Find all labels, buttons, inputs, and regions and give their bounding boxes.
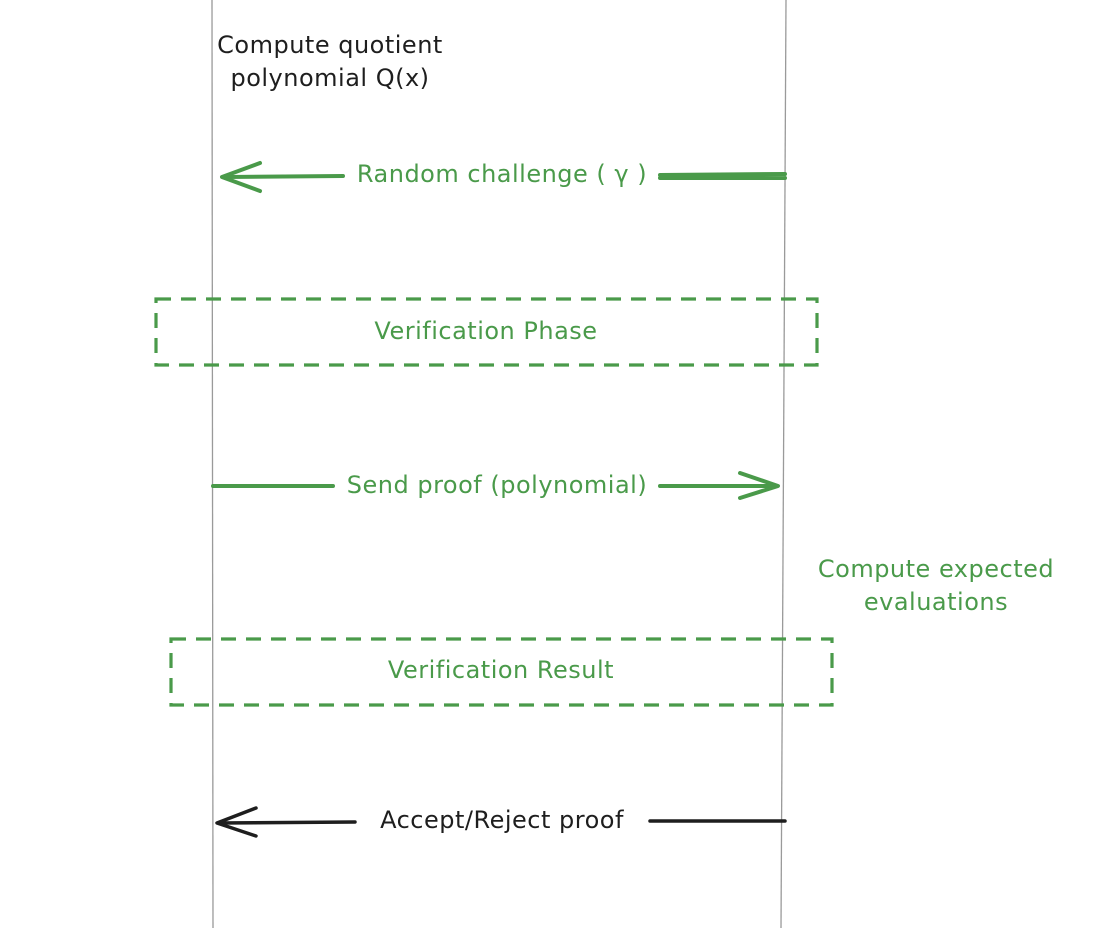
verification-result-frame-label: Verification Result	[388, 656, 614, 684]
verification-phase-frame-label: Verification Phase	[374, 317, 597, 345]
prover-compute-note-line-2: polynomial Q(x)	[230, 64, 429, 92]
prover-compute-note: Compute quotient polynomial Q(x)	[217, 31, 443, 92]
challenge-arrow-line	[224, 172, 787, 180]
challenge-arrow-head	[220, 161, 262, 193]
result-message-label: Accept/Reject proof	[380, 806, 624, 834]
verification-result-frame: Verification Result	[169, 637, 834, 707]
result-arrow-head	[215, 806, 258, 838]
verification-phase-frame: Verification Phase	[154, 297, 819, 367]
result-message: Accept/Reject proof	[215, 806, 787, 838]
verifier-lifeline	[780, 0, 787, 928]
challenge-message-label: Random challenge ( γ )	[357, 160, 647, 188]
verifier-compute-note-line-2: evaluations	[864, 588, 1008, 616]
prover-lifeline	[211, 0, 214, 928]
verifier-compute-note: Compute expected evaluations	[818, 555, 1054, 616]
send-proof-message: Send proof (polynomial)	[211, 471, 780, 500]
verifier-compute-note-line-1: Compute expected	[818, 555, 1054, 583]
prover-compute-note-line-1: Compute quotient	[217, 31, 443, 59]
send-proof-arrow-head	[738, 471, 780, 500]
challenge-message: Random challenge ( γ )	[220, 160, 787, 193]
result-arrow-line	[218, 819, 787, 825]
send-proof-message-label: Send proof (polynomial)	[347, 471, 647, 499]
verification-phase-frame-border	[154, 297, 819, 367]
verification-result-frame-border	[169, 637, 834, 707]
